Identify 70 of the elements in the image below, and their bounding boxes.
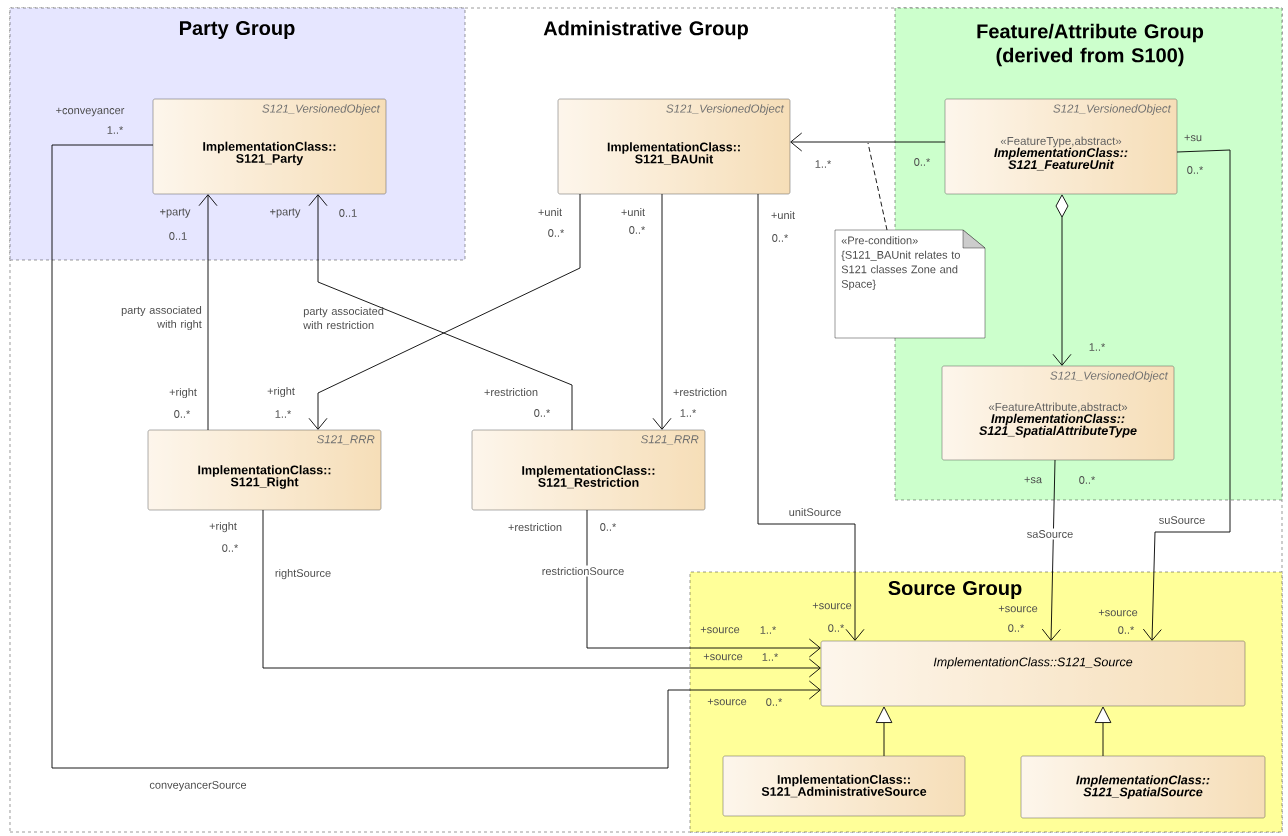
class-box: ImplementationClass:: S121_AdministrativeSource bbox=[722, 755, 966, 817]
role-label: +source bbox=[998, 605, 1038, 613]
multiplicity-label: 1..* bbox=[680, 409, 697, 417]
multiplicity-label: 1..* bbox=[1089, 343, 1106, 351]
generalization-arrow bbox=[875, 706, 893, 757]
multiplicity-label: 0..* bbox=[1079, 476, 1096, 484]
class-box: S121_VersionedObject «FeatureAttribute,abstract» ImplementationClass:: S121_SpatialAttributeType bbox=[941, 365, 1175, 461]
class-box: S121_RRR ImplementationClass:: S121_Restriction bbox=[471, 429, 706, 511]
role-label: +source bbox=[1098, 609, 1138, 617]
role-label: +restriction bbox=[673, 387, 727, 397]
association-arrow bbox=[51, 144, 821, 769]
role-label: +unit bbox=[538, 207, 562, 217]
association-arrow bbox=[1142, 149, 1231, 641]
association-arrow bbox=[790, 132, 946, 152]
aggregation-arrow bbox=[1052, 194, 1072, 366]
role-label: +right bbox=[267, 386, 295, 398]
role-label: +unit bbox=[771, 210, 795, 220]
multiplicity-label: 0..* bbox=[534, 409, 551, 417]
role-label: +source bbox=[703, 653, 743, 661]
association-arrow bbox=[262, 509, 821, 678]
multiplicity-label: 0..* bbox=[1187, 166, 1204, 174]
association-arrow bbox=[757, 193, 865, 641]
note-box: «Pre-condition» {S121_BAUnit relates to S121 classes Zone and Space} bbox=[834, 229, 986, 339]
association-arrow bbox=[652, 193, 672, 430]
edge-label: party associated with restriction bbox=[303, 306, 384, 330]
multiplicity-label: 1..* bbox=[760, 626, 777, 634]
multiplicity-label: 1..* bbox=[815, 160, 832, 168]
class-box: S121_VersionedObject «FeatureType,abstract» ImplementationClass:: S121_FeatureUnit bbox=[944, 98, 1178, 195]
multiplicity-label: 1..* bbox=[762, 653, 779, 661]
edge-label: party associated with right bbox=[121, 305, 202, 331]
role-label: +right bbox=[169, 387, 197, 399]
role-label: +right bbox=[209, 521, 237, 533]
multiplicity-label: 0..1 bbox=[169, 232, 187, 240]
role-label: +su bbox=[1184, 134, 1202, 142]
multiplicity-label: 0..* bbox=[914, 158, 931, 166]
role-label: +source bbox=[707, 698, 747, 706]
edge-label: suSource bbox=[1157, 514, 1207, 526]
association-arrow bbox=[198, 194, 218, 431]
role-label: +restriction bbox=[484, 387, 538, 397]
multiplicity-label: 0..* bbox=[772, 234, 789, 242]
edge-label: unitSource bbox=[787, 506, 843, 518]
role-label: +unit bbox=[621, 207, 645, 217]
multiplicity-label: 0..* bbox=[222, 544, 239, 552]
generalization-arrow bbox=[1094, 706, 1112, 757]
role-label: +restriction bbox=[508, 522, 562, 532]
role-label: +party bbox=[270, 208, 301, 218]
edge-label: restrictionSource bbox=[540, 565, 626, 577]
multiplicity-label: 0..* bbox=[766, 698, 783, 706]
multiplicity-label: 0..* bbox=[629, 226, 646, 234]
multiplicity-label: 1..* bbox=[275, 410, 292, 418]
edge-label: rightSource bbox=[273, 567, 333, 581]
class-box: ImplementationClass::S121_Source bbox=[820, 640, 1246, 707]
anchor-line bbox=[867, 142, 888, 231]
role-label: +source bbox=[700, 626, 740, 634]
multiplicity-label: 1..* bbox=[107, 126, 124, 134]
multiplicity-label: 0..* bbox=[548, 229, 565, 237]
multiplicity-label: 0..* bbox=[174, 410, 191, 418]
multiplicity-label: 0..1 bbox=[339, 209, 357, 217]
class-box: ImplementationClass:: S121_SpatialSource bbox=[1020, 755, 1266, 819]
association-arrow bbox=[1041, 459, 1061, 641]
role-label: +sa bbox=[1024, 476, 1043, 484]
role-label: +conveyancer bbox=[56, 107, 125, 117]
role-label: +party bbox=[160, 208, 191, 218]
edge-label: saSource bbox=[1025, 528, 1075, 540]
class-box: S121_VersionedObject ImplementationClass:: S121_Party bbox=[152, 98, 387, 195]
class-box: S121_VersionedObject ImplementationClass:: S121_BAUnit bbox=[557, 98, 791, 195]
role-label: +source bbox=[812, 602, 852, 610]
association-arrow bbox=[586, 509, 821, 658]
multiplicity-label: 0..* bbox=[600, 523, 617, 531]
class-box: S121_RRR ImplementationClass:: S121_Right bbox=[147, 429, 382, 511]
